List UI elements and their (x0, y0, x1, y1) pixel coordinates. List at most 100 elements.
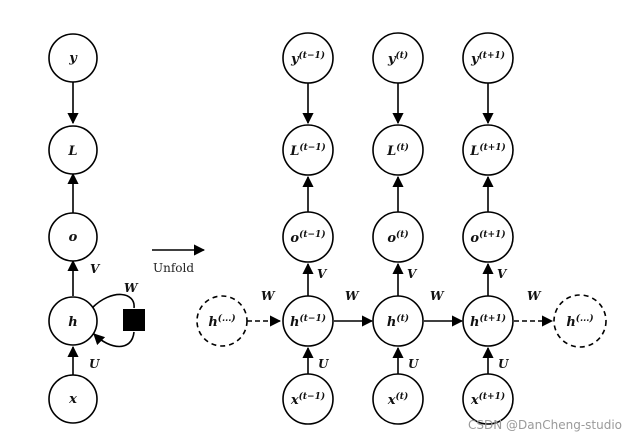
node-L-0-symbol: L (289, 144, 299, 159)
node-o-0-symbol: o (290, 231, 299, 246)
node-x-label: x (68, 392, 77, 407)
node-o-1-label: o(t) (387, 229, 408, 246)
folded-rnn: y L o h x V W U (48, 33, 145, 424)
node-o-2-symbol: o (470, 231, 479, 246)
node-L-0 (282, 124, 334, 176)
node-o-1-symbol: o (387, 231, 396, 246)
node-h-prev-label: h(...) (208, 313, 235, 330)
node-L-0-label: L(t−1) (289, 142, 326, 159)
node-o (48, 212, 98, 262)
node-h-2-symbol: h (470, 315, 479, 330)
node-h-1 (372, 295, 424, 347)
label-V: V (90, 262, 101, 276)
node-h-1-symbol: h (387, 315, 396, 330)
node-x-2-symbol: x (470, 393, 479, 408)
node-x-0-superscript: (t−1) (299, 391, 325, 402)
node-h-1-label: h(t) (387, 313, 409, 330)
node-h-0-symbol: h (290, 315, 299, 330)
node-o-2-superscript: (t+1) (479, 229, 505, 240)
node-o-0-superscript: (t−1) (299, 229, 325, 240)
label-W-3: W (430, 289, 445, 303)
node-y (48, 33, 98, 83)
node-x-0 (282, 373, 334, 425)
node-L-1-superscript: (t) (396, 142, 409, 153)
node-x-1-superscript: (t) (396, 391, 409, 402)
node-h-label: h (68, 315, 77, 330)
label-V-0: V (317, 267, 328, 281)
node-o-label: o (69, 230, 78, 245)
node-h (48, 296, 98, 346)
unfold-label: Unfold (153, 261, 194, 275)
unfolded-rnn: h(...) h(...) W W W W y(t−1)L(t−1)o(t−1)… (196, 32, 607, 425)
node-h-2-label: h(t+1) (470, 313, 506, 330)
node-L-1-label: L(t) (386, 142, 409, 159)
time-step-0: y(t−1)L(t−1)o(t−1)h(t−1)x(t−1)VU (282, 32, 334, 425)
node-o-1 (372, 211, 424, 263)
node-x-1-label: x(t) (387, 391, 408, 408)
node-h-2 (462, 295, 514, 347)
time-step-1: y(t)L(t)o(t)h(t)x(t)VU (372, 32, 424, 425)
node-h-2-superscript: (t+1) (479, 313, 505, 324)
node-L-label: L (67, 144, 77, 159)
label-U-0: U (318, 357, 330, 371)
node-y-1-label: y(t) (387, 50, 408, 67)
node-L-2-superscript: (t+1) (479, 142, 505, 153)
node-L-2-symbol: L (469, 144, 479, 159)
node-y-1 (372, 32, 424, 84)
node-y-1-symbol: y (387, 52, 397, 67)
label-W-2: W (345, 289, 360, 303)
node-o-0-label: o(t−1) (290, 229, 325, 246)
node-x-1 (372, 373, 424, 425)
label-V-2: V (497, 267, 508, 281)
node-h-next (553, 294, 607, 348)
node-y-2-symbol: y (470, 52, 480, 67)
time-step-columns: y(t−1)L(t−1)o(t−1)h(t−1)x(t−1)VUy(t)L(t)… (282, 32, 514, 425)
node-y-label: y (68, 51, 78, 66)
time-step-2: y(t+1)L(t+1)o(t+1)h(t+1)x(t+1)VU (462, 32, 514, 425)
node-o-2 (462, 211, 514, 263)
node-h-1-superscript: (t) (396, 313, 409, 324)
node-x-1-symbol: x (387, 393, 396, 408)
label-W: W (124, 281, 139, 295)
delay-square (123, 309, 145, 331)
node-y-1-superscript: (t) (395, 50, 408, 61)
node-o-2-label: o(t+1) (470, 229, 505, 246)
unfold-indicator: Unfold (152, 244, 206, 275)
node-L-1-symbol: L (386, 144, 396, 159)
node-h-0-label: h(t−1) (290, 313, 326, 330)
node-o-1-superscript: (t) (396, 229, 409, 240)
label-W-1: W (261, 289, 276, 303)
watermark: CSDN @DanCheng-studio (468, 418, 623, 432)
node-L-2 (462, 124, 514, 176)
node-y-0 (282, 32, 334, 84)
node-y-0-symbol: y (290, 52, 300, 67)
label-U-2: U (498, 357, 510, 371)
recurrent-loop-bottom (93, 331, 135, 348)
recurrent-loop-top (91, 293, 135, 309)
node-x (48, 374, 98, 424)
node-y-2-label: y(t+1) (470, 50, 505, 67)
node-h-prev (196, 295, 248, 347)
label-W-4: W (527, 289, 542, 303)
node-y-2-superscript: (t+1) (479, 50, 505, 61)
node-x-0-symbol: x (290, 393, 299, 408)
node-h-0-superscript: (t−1) (299, 313, 325, 324)
node-L-2-label: L(t+1) (469, 142, 506, 159)
label-U: U (89, 357, 101, 371)
node-x-2 (462, 373, 514, 425)
node-L-1 (372, 124, 424, 176)
label-U-1: U (408, 357, 420, 371)
node-y-0-superscript: (t−1) (299, 50, 325, 61)
node-x-0-label: x(t−1) (290, 391, 325, 408)
node-o-0 (282, 211, 334, 263)
node-y-2 (462, 32, 514, 84)
node-h-next-label: h(...) (566, 313, 593, 330)
node-L (48, 125, 98, 175)
label-V-1: V (407, 267, 418, 281)
node-h-0 (282, 295, 334, 347)
node-x-2-superscript: (t+1) (479, 391, 505, 402)
node-y-0-label: y(t−1) (290, 50, 325, 67)
node-x-2-label: x(t+1) (470, 391, 505, 408)
node-L-0-superscript: (t−1) (299, 142, 325, 153)
